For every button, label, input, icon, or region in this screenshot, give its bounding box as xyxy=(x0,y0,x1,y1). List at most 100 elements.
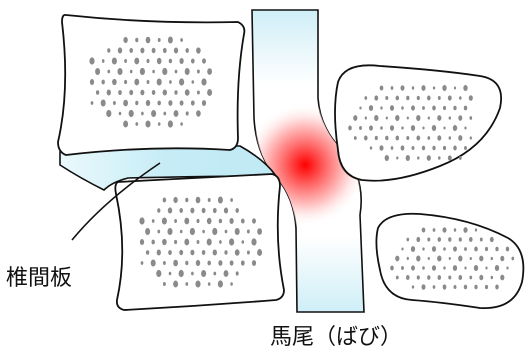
bone-pore xyxy=(463,227,468,233)
bone-pore xyxy=(224,250,228,255)
bone-pore xyxy=(201,78,207,86)
bone-pore xyxy=(353,136,357,140)
bone-pore xyxy=(464,247,467,251)
bone-pore xyxy=(448,237,452,242)
bone-pore xyxy=(179,249,184,256)
bone-pore xyxy=(156,249,161,256)
bone-pore xyxy=(401,247,404,251)
bone-pore xyxy=(179,58,184,64)
bone-pore xyxy=(251,260,257,266)
bone-pore xyxy=(223,270,229,277)
bone-pore xyxy=(257,228,262,235)
bone-pore xyxy=(359,106,362,110)
bone-pore xyxy=(411,86,415,90)
bone-pore xyxy=(411,285,415,289)
bone-pore xyxy=(140,261,144,265)
bone-pore xyxy=(202,229,205,234)
bone-pore xyxy=(141,111,144,116)
bone-pore xyxy=(184,89,190,96)
bone-pore xyxy=(107,69,111,74)
bone-pore xyxy=(479,255,484,262)
bone-pore xyxy=(185,111,189,116)
bone-pore xyxy=(494,265,500,271)
bone-pore xyxy=(156,78,162,86)
upper-vertebra-pores xyxy=(89,36,213,128)
bone-pore xyxy=(129,48,133,53)
bone-pore xyxy=(129,69,133,74)
bone-pore xyxy=(453,105,457,111)
bone-pore xyxy=(196,69,200,74)
bone-pore xyxy=(431,125,437,131)
bone-pore xyxy=(453,86,457,90)
bone-pore xyxy=(395,275,399,280)
bone-pore xyxy=(374,95,379,101)
bone-pore xyxy=(410,246,416,252)
bone-pore xyxy=(406,135,410,141)
bone-pore xyxy=(411,105,415,111)
bone-pore xyxy=(452,265,458,271)
bone-pore xyxy=(421,227,426,233)
bone-pore xyxy=(479,237,483,242)
bone-pore xyxy=(179,100,184,106)
bone-pore xyxy=(453,284,457,290)
bone-pore xyxy=(442,85,447,91)
bone-pore xyxy=(432,228,436,232)
bone-pore xyxy=(379,85,384,91)
bone-pore xyxy=(427,275,431,280)
disc-label: 椎間板 xyxy=(6,266,72,291)
bone-pore xyxy=(162,67,168,76)
bone-pore xyxy=(139,239,145,245)
bone-pore xyxy=(123,36,128,44)
bone-pore xyxy=(173,47,179,54)
bone-pore xyxy=(184,68,190,75)
bone-pore xyxy=(427,116,430,120)
bone-pore xyxy=(124,59,127,63)
bone-pore xyxy=(427,237,431,242)
bone-pore xyxy=(184,238,190,246)
bone-pore xyxy=(448,116,452,120)
bone-pore xyxy=(157,37,161,43)
bone-pore xyxy=(135,122,139,126)
bone-pore xyxy=(206,238,212,246)
bone-pore xyxy=(135,37,139,43)
bone-pore xyxy=(416,255,421,262)
bone-pore xyxy=(240,260,245,266)
bone-pore xyxy=(162,281,166,287)
bone-pore xyxy=(468,95,473,101)
bone-pore xyxy=(195,280,201,288)
bone-pore xyxy=(495,284,499,290)
bone-pore xyxy=(422,266,425,270)
bone-pore xyxy=(162,260,166,266)
bone-pore xyxy=(167,207,173,214)
bone-pore xyxy=(469,116,473,120)
bone-pore xyxy=(117,67,123,76)
bone-pore xyxy=(173,110,179,117)
bone-pore xyxy=(157,229,161,234)
bone-pore xyxy=(106,89,111,96)
bone-pore xyxy=(207,197,211,203)
bone-pore xyxy=(173,196,178,204)
bone-pore xyxy=(432,86,436,90)
bone-pore xyxy=(162,89,168,96)
bone-pore xyxy=(251,238,257,246)
bone-pore xyxy=(469,237,473,242)
bone-pore xyxy=(169,80,172,84)
bone-pore xyxy=(112,78,117,86)
bone-pore xyxy=(490,256,494,261)
bone-pore xyxy=(459,96,462,100)
bone-pore xyxy=(484,246,489,252)
bone-pore xyxy=(206,217,212,225)
bone-pore xyxy=(201,250,206,255)
bone-pore xyxy=(427,95,431,101)
bone-pore xyxy=(117,47,123,54)
bone-pore xyxy=(431,246,437,252)
bone-pore xyxy=(190,249,195,256)
bone-pore xyxy=(453,145,457,151)
bone-pore xyxy=(167,120,173,128)
bone-pore xyxy=(168,249,172,256)
bone-pore xyxy=(151,219,155,223)
bone-pore xyxy=(389,125,395,131)
bone-pore xyxy=(129,89,134,96)
bone-pore xyxy=(167,227,173,236)
